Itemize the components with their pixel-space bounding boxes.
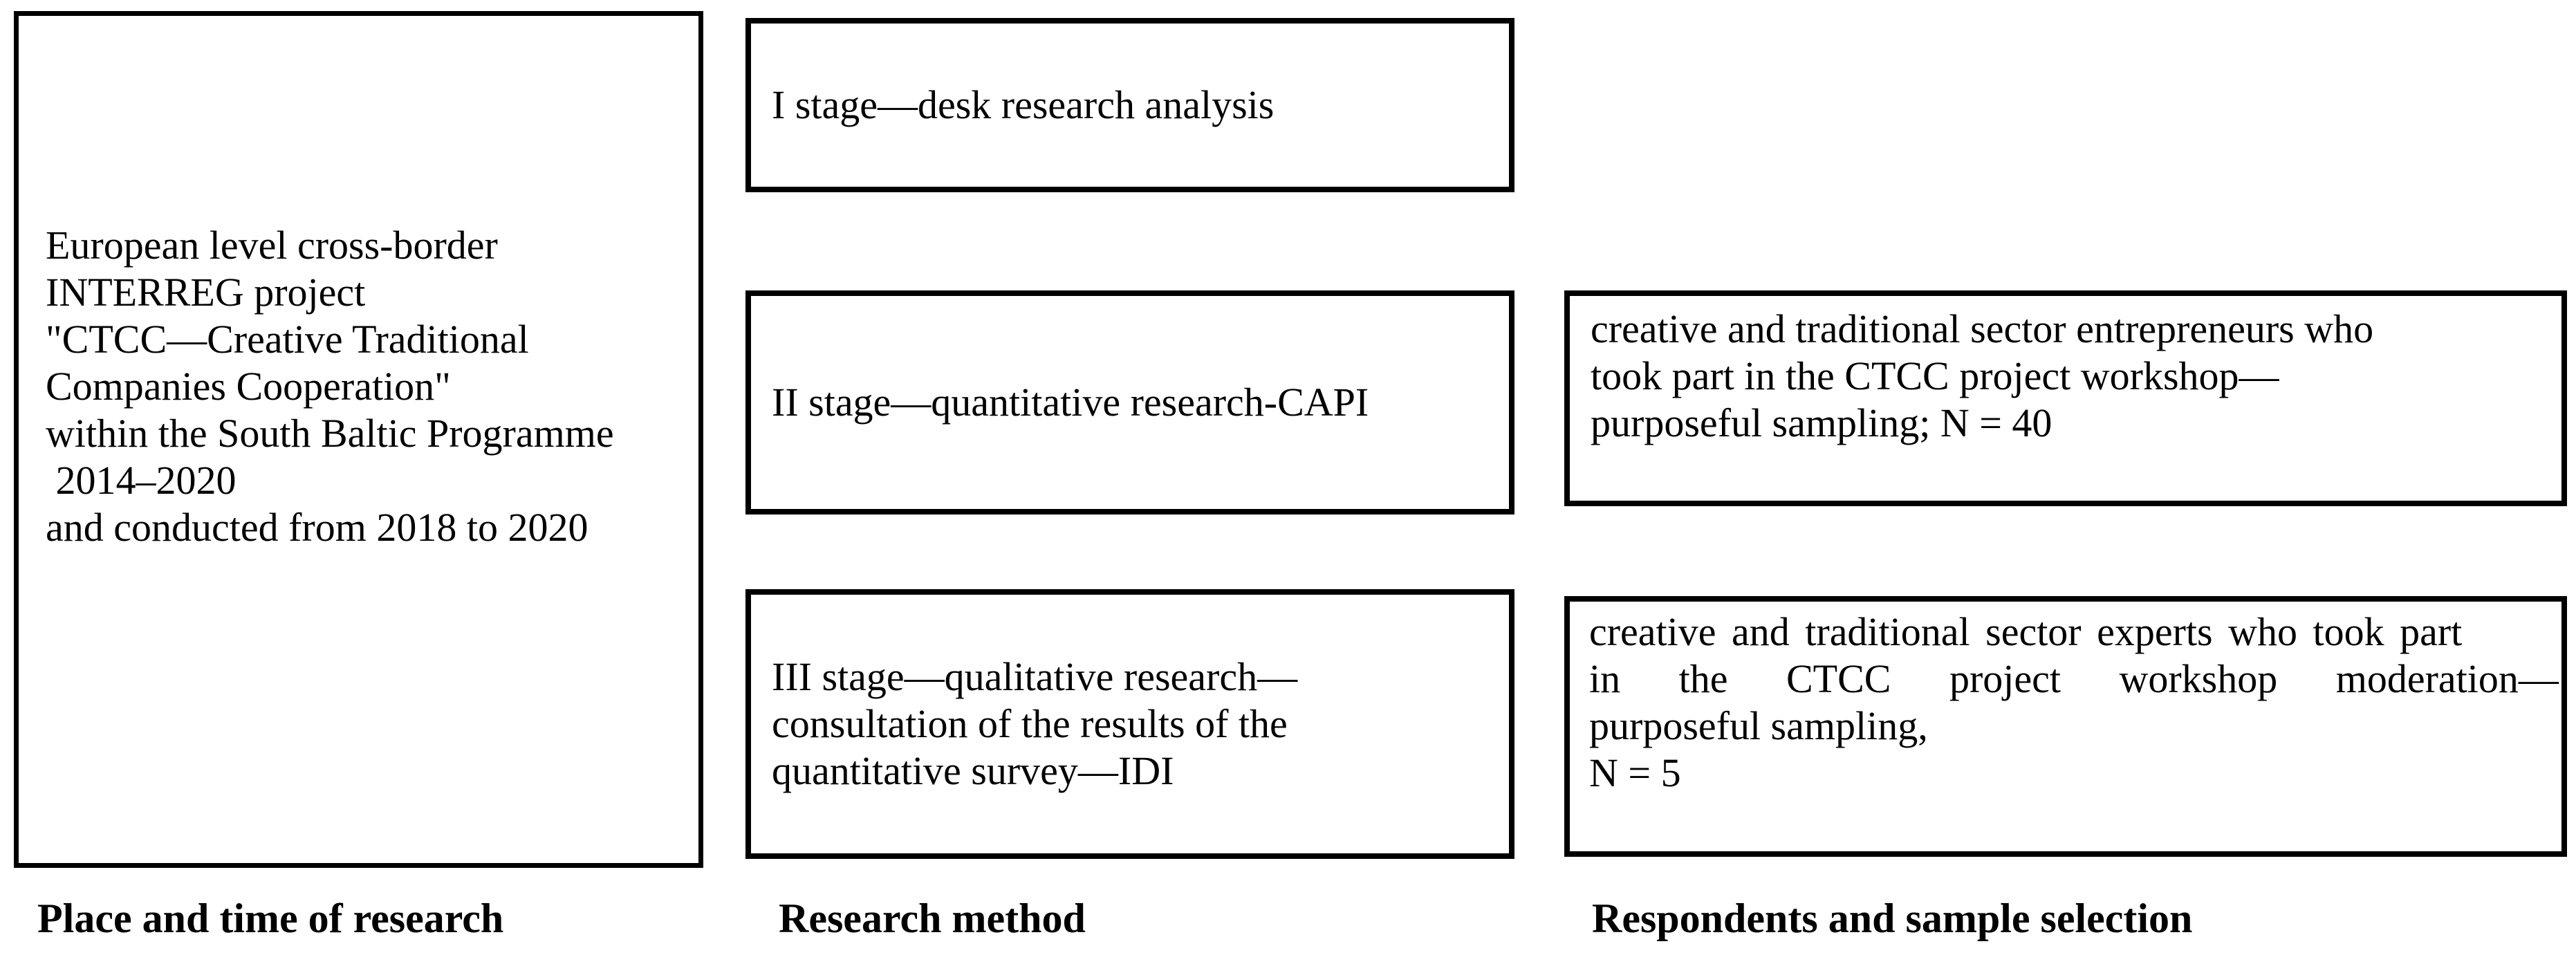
text-line: II stage—quantitative research-CAPI <box>772 380 1369 425</box>
stage-1-box: I stage—desk research analysis <box>745 18 1514 192</box>
text-line: N = 5 <box>1589 750 1681 795</box>
text-line: within the South Baltic Programme <box>46 411 614 456</box>
text-line: I stage—desk research analysis <box>772 82 1275 127</box>
text-line: purposeful sampling; N = 40 <box>1591 400 2053 445</box>
text-line: quantitative survey—IDI <box>772 748 1174 793</box>
text-line: in the CTCC project workshop moderation— <box>1589 656 2559 701</box>
text-line: and conducted from 2018 to 2020 <box>46 505 589 550</box>
text-line: European level cross-border <box>46 223 498 268</box>
place-and-time-box: European level cross-border INTERREG pro… <box>14 11 703 868</box>
text-line: 2014–2020 <box>46 458 237 503</box>
research-method-label: Research method <box>779 896 1086 941</box>
text-line: purposeful sampling, <box>1589 703 1928 748</box>
text-line: Companies Cooperation" <box>46 364 451 409</box>
stage-2-box: II stage—quantitative research-CAPI <box>745 290 1514 514</box>
text-line: "CTCC—Creative Traditional <box>46 317 529 362</box>
text-line: creative and traditional sector entrepre… <box>1591 306 2374 351</box>
stage-3-box: III stage—qualitative research— consulta… <box>745 589 1514 859</box>
place-and-time-label: Place and time of research <box>37 896 504 941</box>
text-line: took part in the CTCC project workshop— <box>1591 353 2279 398</box>
text-line: INTERREG project <box>46 270 366 315</box>
text-line: consultation of the results of the <box>772 701 1288 746</box>
respondents-entrepreneurs-box: creative and traditional sector entrepre… <box>1564 290 2567 506</box>
text-line: III stage—qualitative research— <box>772 654 1298 699</box>
respondents-label: Respondents and sample selection <box>1592 896 2193 941</box>
text-line: creative and traditional sector experts … <box>1589 609 2463 654</box>
respondents-experts-box: creative and traditional sector experts … <box>1564 596 2567 857</box>
